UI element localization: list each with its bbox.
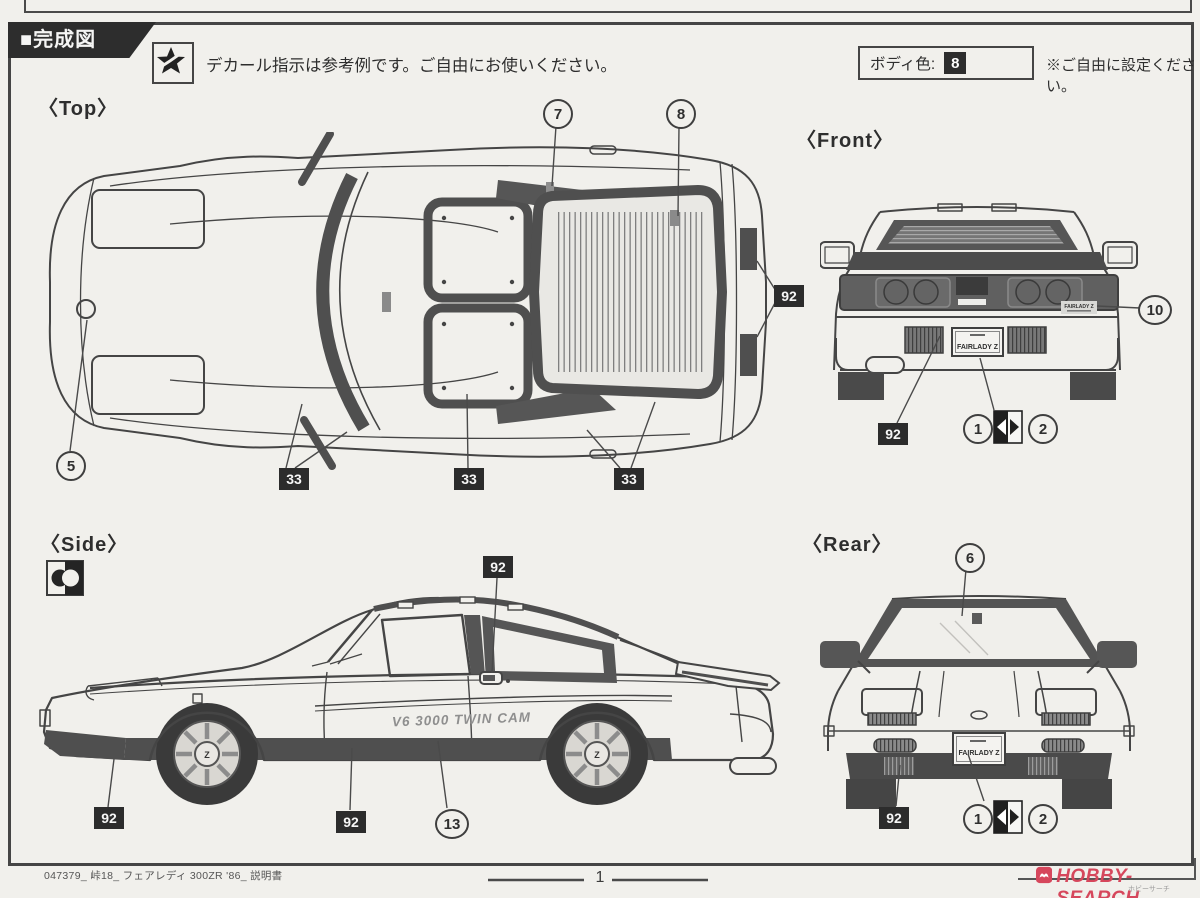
svg-text:Z: Z [204, 750, 210, 760]
paint-callout-92-top-spoiler: 92 [774, 285, 804, 307]
paint-callout-92-rear-airdam: 92 [879, 807, 909, 829]
callout-circle-6: 6 [955, 543, 985, 573]
body-color-value: 8 [944, 52, 967, 74]
callout-circle-7: 7 [543, 99, 573, 129]
side-logo-decal-text: V6 3000 TWIN CAM [392, 710, 531, 730]
front-wheel: Z [156, 703, 258, 805]
rear-badge-text: FAIRLADY Z [1064, 304, 1093, 310]
left-right-arrows-decal-icon [993, 410, 1023, 449]
rear-wheel: Z [546, 703, 648, 805]
callout-circle-2-front: 2 [1028, 414, 1058, 444]
front-view-label: 〈Front〉 [796, 130, 895, 152]
callout-circle-8: 8 [666, 99, 696, 129]
paint-callout-92-front-bumper: 92 [878, 423, 908, 445]
decal-usage-note: デカール指示は参考例です。ご自由にお使いください。 [206, 57, 617, 75]
callout-circle-1-rear: 1 [963, 804, 993, 834]
paint-callout-33-troof: 33 [454, 468, 484, 490]
side-view-drawing: V6 3000 TWIN CAM Z Z [39, 596, 781, 805]
license-plate-text-rear-view: FAIRLADY Z [958, 750, 1000, 757]
paint-callout-33-windshield: 33 [279, 468, 309, 490]
paint-callout-92-side-skirt: 92 [336, 811, 366, 833]
body-color-label: ボディ色: [870, 56, 936, 73]
top-view-drawing [48, 132, 767, 470]
callout-circle-1-front: 1 [963, 414, 993, 444]
side-view-label: 〈Side〉 [40, 534, 129, 556]
section-title-tab: ■完成図 [8, 22, 156, 58]
hobby-search-watermark: HOBBY-SEARCH ホビーサーチ [1036, 866, 1200, 898]
callout-circle-10: 10 [1138, 295, 1172, 325]
hobby-search-logo-icon [1036, 866, 1053, 884]
left-right-arrows-decal-icon-rear [993, 800, 1023, 839]
callout-circle-13: 13 [435, 809, 469, 839]
body-color-note: ※ご自由に設定ください。 [1046, 57, 1197, 95]
svg-text:Z: Z [594, 750, 600, 760]
top-view-label: 〈Top〉 [38, 98, 119, 120]
rear-view-label: 〈Rear〉 [802, 534, 893, 556]
paint-callout-92-door-handle: 92 [483, 556, 513, 578]
paint-callout-92-front-skirt: 92 [94, 807, 124, 829]
callout-circle-5: 5 [56, 451, 86, 481]
star-icon [152, 42, 194, 84]
watermark-subtext: ホビーサーチ [1128, 886, 1170, 893]
rear-view-drawing: FAIRLADY Z [820, 595, 1137, 809]
body-color-box: ボディ色: 8 [858, 46, 1034, 80]
previous-section-border [24, 0, 1192, 13]
completed-figure-panel [8, 22, 1194, 866]
paint-callout-33-quarter: 33 [614, 468, 644, 490]
document-id-text: 047379_ 峠18_ フェアレディ 300ZR '86_ 説明書 [44, 870, 283, 882]
license-plate-text-front-view: FAIRLADY Z [957, 344, 999, 351]
page-number: 1 [595, 869, 605, 886]
callout-circle-2-rear: 2 [1028, 804, 1058, 834]
two-tone-circles-decal-icon [46, 560, 84, 601]
